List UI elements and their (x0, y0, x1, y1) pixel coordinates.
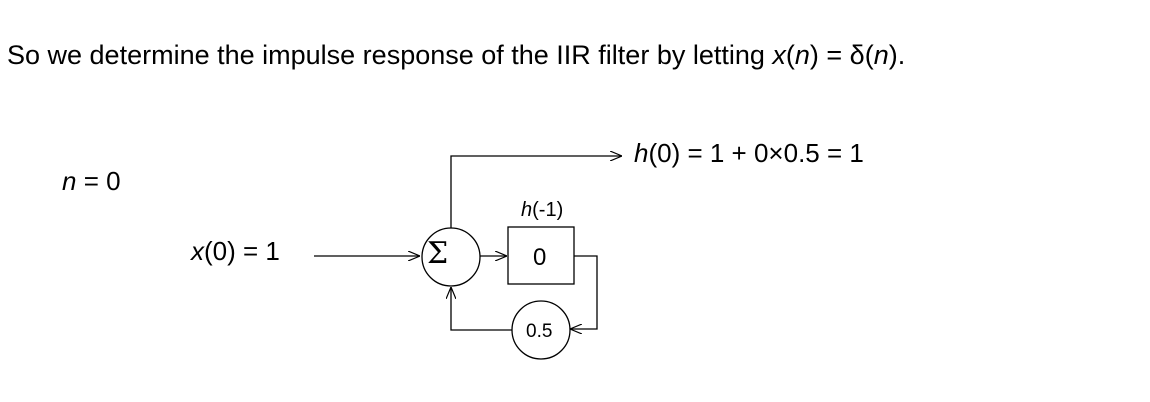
output-line (450, 156, 622, 228)
headline-text: So we determine the impulse response of … (7, 40, 906, 70)
feedback-line (451, 287, 512, 331)
delay-label: h(-1) (521, 199, 564, 221)
gain-value: 0.5 (526, 321, 553, 342)
headline-x: x (772, 40, 786, 70)
delay-to-gain-line (570, 255, 598, 329)
sum-symbol: Σ (427, 236, 449, 271)
input-label: x(0) = 1 (191, 236, 280, 266)
output-label: h(0) = 1 + 0×0.5 = 1 (634, 138, 864, 168)
time-index-label: n = 0 (62, 166, 121, 196)
delay-value: 0 (533, 244, 547, 271)
